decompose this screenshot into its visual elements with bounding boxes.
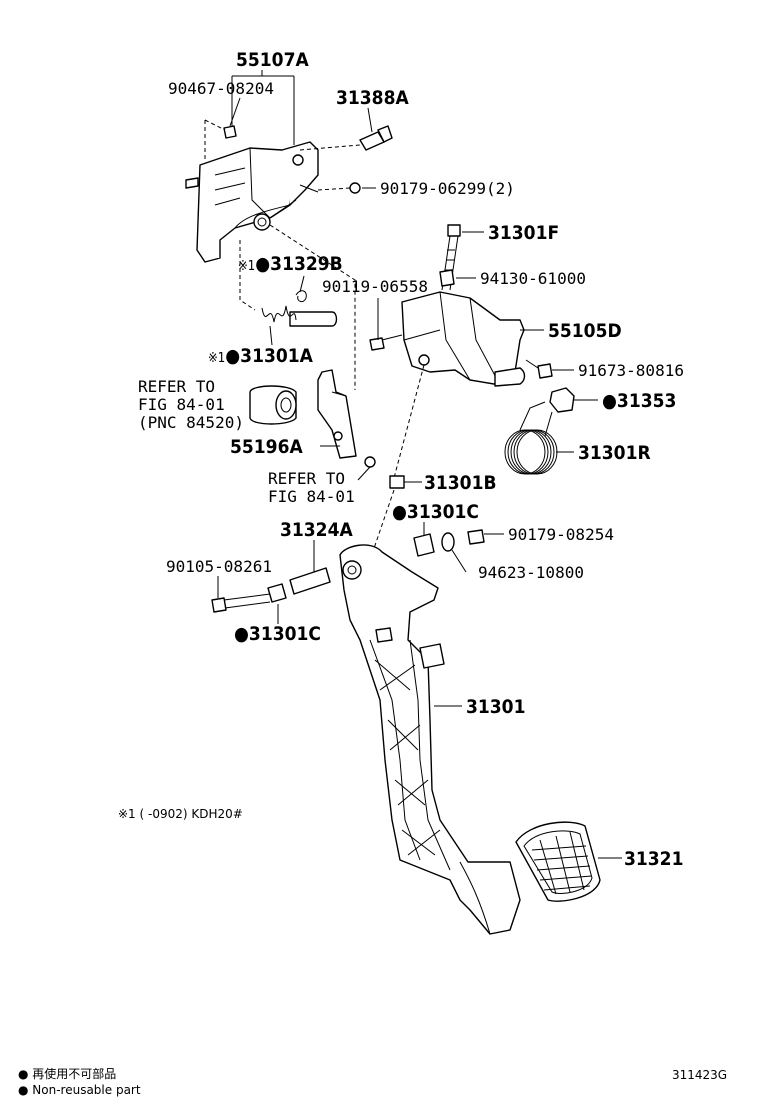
bushing-31301C-upper: [413, 533, 435, 557]
nut-refer-84-01: [364, 456, 376, 468]
label-31324A: 31324A: [280, 519, 353, 541]
assembly-line-1: [269, 224, 356, 390]
bolt-90105: [211, 593, 271, 613]
assembly-line-4: [369, 489, 395, 561]
label-31353: ●31353: [602, 390, 676, 412]
figure-code: 311423G: [672, 1068, 727, 1082]
bolt-91673: [525, 359, 553, 379]
clip-31329B: [295, 290, 307, 303]
bolt-31301F: [441, 224, 461, 291]
pin-31301A: [261, 305, 338, 327]
collar-31324A: [289, 567, 331, 595]
label-90179-06299: 90179-06299(2): [380, 179, 515, 198]
label-31301C-lower: ●31301C: [234, 623, 321, 645]
label-55107A: 55107A: [236, 49, 309, 71]
nonreuse-dot: ●: [255, 253, 270, 275]
refer-84-01-line1: REFER TO: [268, 469, 345, 488]
leader-lines: [217, 70, 622, 859]
refer-84520-line3: (PNC 84520): [138, 413, 244, 432]
label-31301R: 31301R: [578, 442, 651, 464]
label-90179-08254: 90179-08254: [508, 525, 614, 544]
legend: ● 再使用不可部品 ● Non-reusable part: [18, 1066, 141, 1097]
switch-31388A: [299, 125, 393, 151]
bracket-55107A: [185, 141, 319, 263]
refer-84520-line1: REFER TO: [138, 377, 215, 396]
pedal-pad-31321: [515, 821, 601, 902]
label-31301B: 31301B: [424, 472, 497, 494]
bracket-55196A: [317, 369, 357, 459]
ref-mark: ※1: [238, 259, 255, 274]
pedal-arm-31301: [339, 544, 521, 935]
applicability-note: ※1 ( -0902) KDH20#: [118, 807, 243, 821]
refer-84520-line2: FIG 84-01: [138, 395, 225, 414]
refer-84-01-line2: FIG 84-01: [268, 487, 355, 506]
bolt-90119: [369, 334, 403, 351]
washer-94623: [441, 532, 455, 552]
label-31301F: 31301F: [488, 222, 559, 244]
clip-31301B: [389, 475, 405, 489]
label-90105: 90105-08261: [166, 557, 272, 576]
label-31321: 31321: [624, 848, 683, 870]
legend-en: ● Non-reusable part: [18, 1083, 141, 1097]
label-31301: 31301: [466, 696, 525, 718]
label-94130: 94130-61000: [480, 269, 586, 288]
part-labels: 55107A 90467-08204 31388A 90179-06299(2)…: [138, 49, 684, 870]
bushing-31301C-lower: [267, 583, 287, 603]
assembly-line-2: [239, 240, 256, 311]
label-31301A: ※1●31301A: [208, 345, 314, 367]
label-55196A: 55196A: [230, 436, 303, 458]
legend-jp: ● 再使用不可部品: [18, 1066, 116, 1081]
bracket-55105D: [401, 291, 526, 387]
bolt-90467: [204, 119, 237, 162]
label-90119: 90119-06558: [322, 277, 428, 296]
label-31388A: 31388A: [336, 87, 409, 109]
bushing-84520: [249, 385, 297, 425]
label-31329B: ※1●31329B: [238, 253, 343, 275]
nut-90179-06299: [317, 182, 361, 194]
assembly-line-3: [393, 364, 425, 479]
stopper-31353: [549, 387, 575, 413]
label-94623: 94623-10800: [478, 563, 584, 582]
spring-31301R: [504, 401, 558, 475]
label-90467: 90467-08204: [168, 79, 274, 98]
nut-90179-08254: [467, 529, 485, 545]
label-91673: 91673-80816: [578, 361, 684, 380]
label-55105D: 55105D: [548, 320, 622, 342]
collar-94130: [439, 269, 455, 287]
label-31301C-upper: ●31301C: [392, 501, 479, 523]
